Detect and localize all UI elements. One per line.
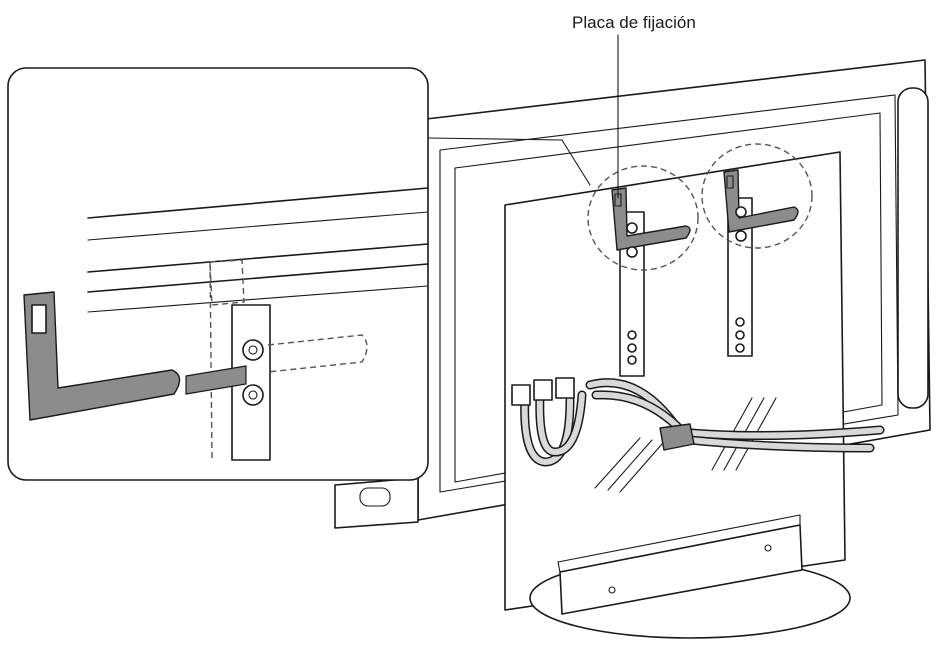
stand-base — [529, 514, 851, 639]
highlight-circle-left — [587, 165, 699, 271]
callout-fixing-plate: Placa de fijación — [572, 13, 696, 199]
highlight-circle-right — [701, 143, 813, 249]
fixing-plate-left — [611, 187, 691, 258]
fixing-plate-right — [723, 169, 799, 242]
zoom-inset — [7, 67, 591, 481]
cable-bundle — [511, 377, 885, 467]
stand-back-plate — [504, 151, 846, 611]
callout-label-text: Placa de fijación — [572, 13, 696, 32]
